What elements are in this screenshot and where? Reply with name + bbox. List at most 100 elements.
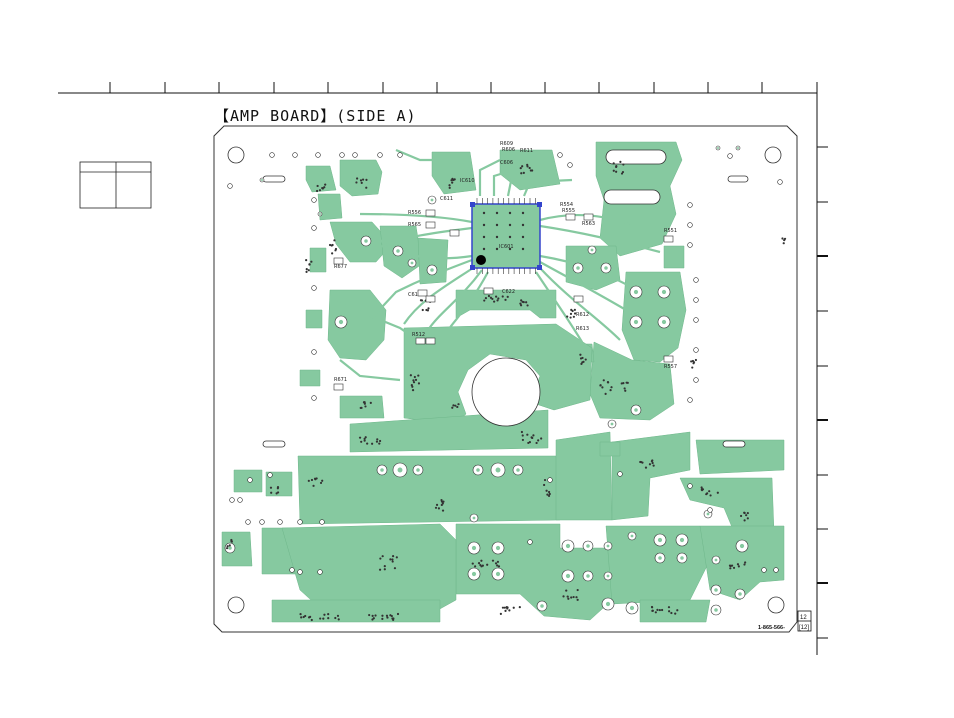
via [434,506,438,509]
via [532,434,535,437]
via [419,299,423,302]
small-pad [567,162,573,168]
ic-via [508,247,512,251]
via [491,559,495,562]
component-label: C622 [502,289,515,295]
via [648,463,652,466]
via [521,434,524,437]
via [658,608,661,612]
via [745,514,748,517]
via [529,169,532,172]
small-pad [727,153,733,159]
via [505,605,508,609]
pad-drill [657,537,663,543]
via [615,170,618,173]
small-pad [687,222,693,228]
via [324,183,327,186]
pad-drill [714,588,718,592]
small-pad [687,202,693,208]
via [535,441,538,445]
via [364,405,367,408]
component-label: R565 [408,222,421,228]
via [525,301,528,304]
via [572,315,575,318]
via [546,493,549,496]
via [409,374,412,377]
via [607,381,610,384]
component-footprint [663,235,674,243]
component-label: IC610 [460,178,475,184]
pad-drill [540,604,544,608]
pad-drill [706,512,710,516]
via [448,184,451,187]
component-label: R551 [664,228,677,234]
via [746,517,749,520]
via [381,555,384,558]
via [520,172,523,175]
via [371,442,374,445]
component-label: R557 [664,364,677,370]
via [640,460,643,464]
small-pad [693,377,699,383]
via [487,294,491,298]
via [413,375,416,379]
component-footprint [425,221,436,229]
small-pad [319,519,325,525]
ic-pin1-marker [476,255,486,265]
small-pad [377,152,383,158]
via [376,438,379,441]
via [315,189,319,193]
via [569,316,572,319]
via [694,358,698,362]
via [656,608,659,611]
ic-via [495,247,499,251]
via [670,611,673,615]
small-pad [289,567,295,573]
via [573,312,577,315]
small-pad [317,569,323,575]
pad-drill [576,266,580,270]
via [299,613,302,616]
ic-via [482,223,486,227]
via [576,588,579,592]
via [540,437,543,440]
via [504,298,507,301]
small-pad [297,569,303,575]
component-labels: R609R606C606R611C611IC610R554R555R556R56… [333,141,677,391]
pad-drill [586,574,590,578]
via [323,186,326,189]
via [375,440,379,443]
small-pad [245,519,251,525]
via [576,598,579,601]
small-pad [777,179,783,185]
component-label: R563 [582,221,595,227]
small-pad [397,152,403,158]
via [411,385,414,388]
via [491,297,494,301]
via [744,561,747,564]
component-footprint [333,383,344,391]
small-pad [267,472,273,478]
via [668,610,671,613]
pad-drill [397,467,403,473]
via [371,614,374,617]
via [650,460,654,463]
via [526,433,529,436]
via [391,558,394,561]
via [327,612,330,616]
via [652,464,655,467]
via [612,162,615,165]
small-pad [292,152,298,158]
via [450,179,453,182]
pad-drill [416,468,420,472]
via [743,511,746,514]
small-pad [693,347,699,353]
pad-drill [605,601,611,607]
via [480,559,483,562]
via [479,563,482,567]
pad-drill [471,571,477,577]
via [625,381,628,384]
via [374,614,377,617]
via [496,564,499,567]
pad-drill [471,545,477,551]
